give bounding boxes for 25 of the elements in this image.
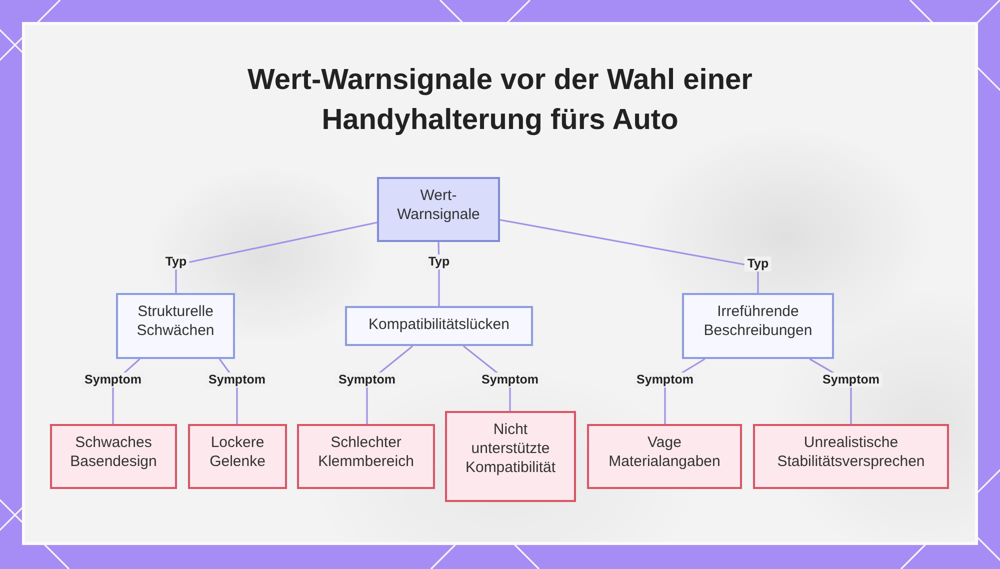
category-box <box>345 306 533 346</box>
node-text: Unrealistische Stabilitätsversprechen <box>776 433 926 471</box>
edge-label: Symptom <box>820 372 882 388</box>
edge-label: Typ <box>744 256 772 272</box>
node-text: Schlechter Klemmbereich <box>317 433 415 471</box>
node-text: Wert- Warnsignale <box>396 186 481 224</box>
symptom-box <box>753 424 949 489</box>
symptom-box <box>587 424 742 489</box>
node-text: Vage Materialangaben <box>608 433 722 471</box>
symptom-box <box>297 424 435 489</box>
connector-line <box>175 222 378 293</box>
node-text: Irreführende Beschreibungen <box>702 302 814 340</box>
topic-box <box>377 177 500 242</box>
node-text: Nicht unterstützte Kompatibilität <box>464 420 557 477</box>
category-box <box>682 293 834 359</box>
symptom-box <box>188 424 287 489</box>
symptom-box <box>50 424 177 489</box>
node-text: Kompatibilitätslücken <box>368 315 510 334</box>
node-text: Strukturelle Schwächen <box>136 302 216 340</box>
node-text: Schwaches Basendesign <box>69 433 158 471</box>
category-box <box>116 293 235 359</box>
symptom-box <box>445 411 576 502</box>
diagram-title: Wert-Warnsignale vor der Wahl einer Handyhalterung fürs Auto <box>246 63 754 138</box>
connector-line <box>500 219 759 293</box>
node-text: Lockere Gelenke <box>208 433 266 471</box>
